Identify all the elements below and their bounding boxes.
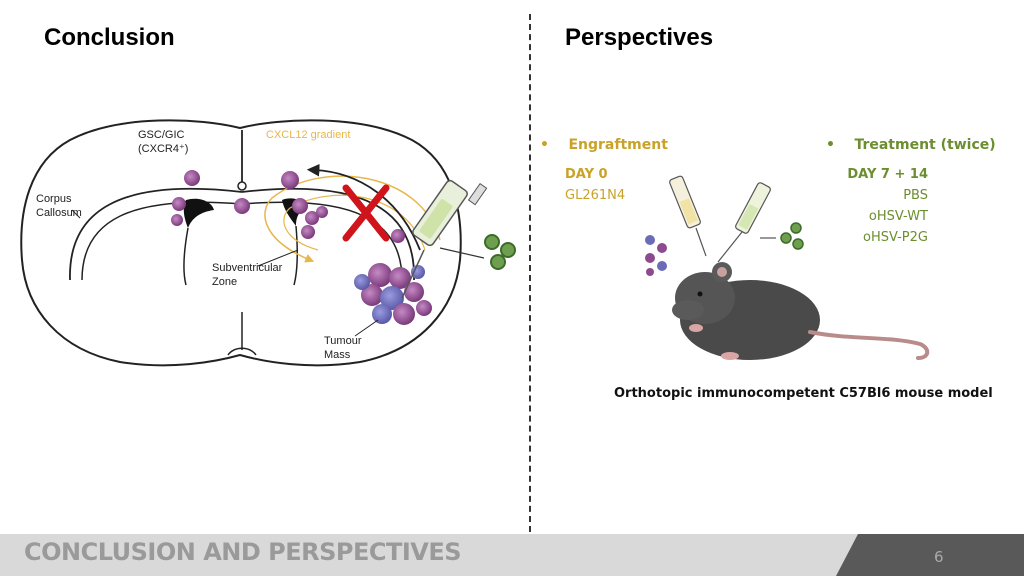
- treatment-day: DAY 7 + 14: [847, 167, 928, 182]
- gsc-label: GSC/GIC: [138, 129, 185, 141]
- treatment-label: Treatment (twice): [854, 137, 996, 153]
- syringe-icon: [717, 182, 771, 263]
- corpus-label-1: Corpus: [36, 193, 72, 205]
- footer-title: CONCLUSION AND PERSPECTIVES: [24, 538, 462, 566]
- treatment-block: DAY 7 + 14 PBS oHSV-WT oHSV-P2G: [840, 164, 928, 248]
- page-number: 6: [934, 548, 944, 566]
- engraftment-day: DAY 0: [565, 167, 608, 182]
- tumour-mass: [354, 263, 432, 325]
- brain-diagram: [20, 119, 516, 367]
- syringe-icon: [401, 179, 488, 299]
- perspectives-heading: Perspectives: [565, 24, 714, 51]
- engraftment-cell-line: GL261N4: [565, 188, 626, 203]
- virus-particles: [439, 234, 516, 270]
- cxcl12-arc-outer: [264, 175, 441, 263]
- treatment-arm: oHSV-P2G: [863, 230, 928, 245]
- gsc-cells: [171, 170, 405, 243]
- brain-outline: [20, 119, 462, 367]
- engraftment-label: Engraftment: [568, 137, 668, 153]
- treatment-arm: PBS: [903, 188, 928, 203]
- midline-node: [237, 181, 247, 191]
- svz-label-2: Zone: [212, 276, 238, 288]
- mouse-illustration: [645, 175, 930, 360]
- cxcl12-label: CXCL12 gradient: [266, 129, 351, 141]
- mouse-model-caption: Orthotopic immunocompetent C57Bl6 mouse …: [614, 386, 993, 401]
- svz-label-1: Subventricular: [212, 262, 283, 274]
- ventricle-left: [183, 198, 214, 228]
- mouse-body: [672, 262, 930, 360]
- mouse-tail: [808, 330, 930, 360]
- tumour-label-2: Mass: [324, 349, 351, 361]
- syringe-icon: [669, 175, 707, 257]
- migration-arrow: [306, 163, 421, 251]
- engraftment-title: • Engraftment: [540, 137, 668, 153]
- treatment-arm: oHSV-WT: [868, 209, 928, 224]
- engraftment-block: DAY 0 GL261N4: [565, 164, 625, 206]
- corpus-callosum-left: [69, 187, 243, 281]
- conclusion-heading: Conclusion: [44, 24, 175, 51]
- engraftment-bullet: •: [540, 137, 549, 153]
- tumour-cells-icon: [645, 235, 667, 276]
- treatment-title: • Treatment (twice): [826, 137, 996, 153]
- blocked-x-icon: [342, 184, 390, 242]
- virus-particles: [760, 222, 804, 250]
- tumour-label-1: Tumour: [324, 335, 362, 347]
- cxcr4-label: (CXCR4⁺): [138, 143, 189, 155]
- section-divider: [529, 14, 531, 532]
- treatment-bullet: •: [826, 137, 835, 153]
- footer-band: [0, 534, 1024, 576]
- corpus-label-2: Callosum: [36, 207, 82, 219]
